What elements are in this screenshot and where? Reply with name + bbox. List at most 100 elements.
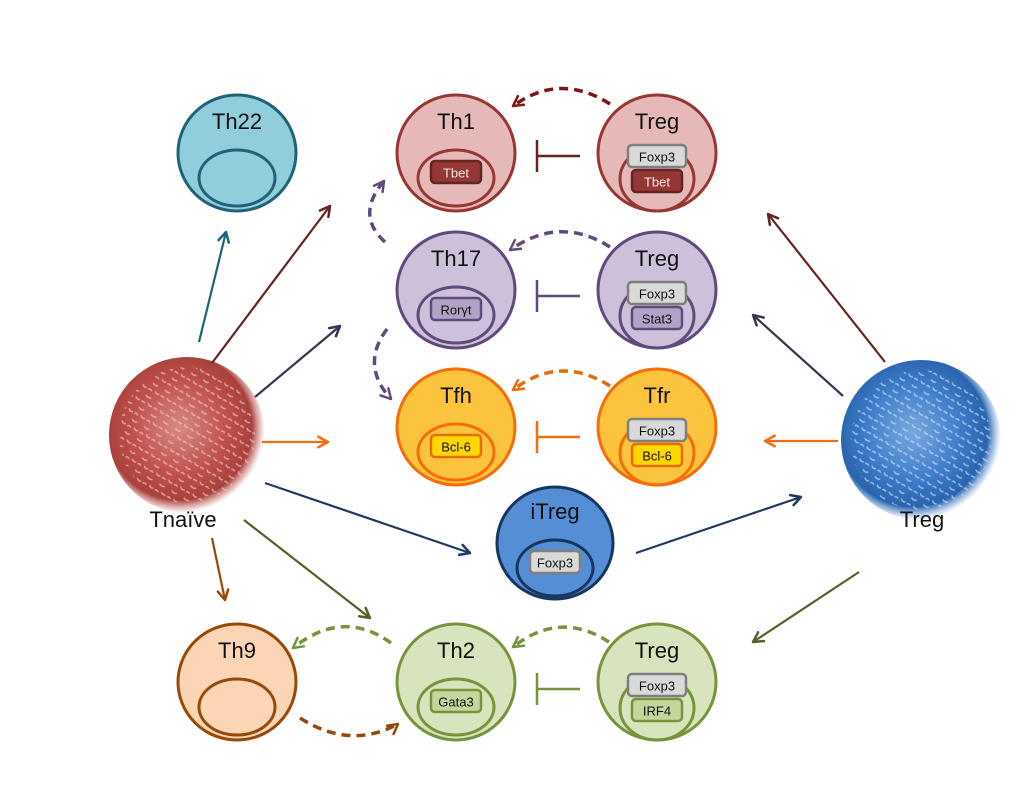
dashed-arrow-arrowhead: [385, 722, 400, 736]
arrow-tnaive-to-th9: [210, 537, 230, 602]
marker-label: Bcl-6: [441, 440, 471, 455]
dashed-arrow-arrowhead: [511, 635, 526, 649]
marker-label: Foxp3: [537, 556, 573, 571]
cell-membrane: [395, 367, 517, 487]
marker-bcl6: Bcl-6: [630, 442, 684, 468]
dashed-arrow-path: [511, 86, 611, 108]
arrow-shaft: [752, 571, 860, 643]
cell-label: Th17: [431, 246, 481, 271]
dashed-arrow-arrowhead: [511, 378, 526, 392]
marker-label: IRF4: [643, 704, 671, 719]
dashed-arrow-path: [511, 625, 610, 649]
arrow-tnaive-to-th22: [197, 230, 231, 343]
arrow-arrowhead: [751, 313, 765, 327]
arrow-arrowhead: [327, 324, 342, 338]
marker-label: Bcl-6: [642, 449, 672, 464]
cell-membrane: [495, 485, 615, 601]
marker-label: Tbet: [443, 166, 469, 181]
arrow-arrowhead: [457, 543, 472, 557]
dashed-arrow-path: [291, 624, 393, 650]
arrow-treg-src-to-treg-th17: [751, 313, 844, 397]
arrow-shaft: [264, 481, 471, 555]
marker-box: [630, 442, 684, 468]
dashed-arrow-arrowhead: [508, 238, 523, 252]
arrow-tnaive-to-th17: [254, 324, 342, 398]
arrow-arrowhead: [217, 230, 231, 244]
marker-label: Foxp3: [639, 679, 675, 694]
cell-label: Treg: [635, 109, 679, 134]
naive-t-cell-texture: [119, 367, 255, 503]
cell-nucleus: [197, 677, 277, 737]
marker-box: [429, 688, 483, 714]
arrow-tnaive-to-th2: [243, 519, 372, 620]
arrow-shaft: [635, 495, 802, 555]
inhibition-treg-th1-to-th1: [535, 140, 580, 172]
arrow-tnaive-to-itreg: [264, 481, 472, 557]
marker-label: Stat3: [642, 312, 672, 327]
arrow-shaft: [211, 205, 331, 364]
arrow-shaft: [210, 537, 227, 601]
cell-nucleus: [416, 148, 496, 208]
cell-label: Treg: [635, 246, 679, 271]
marker-foxp3: Foxp3: [626, 143, 688, 169]
inhibition-tfr-to-tfh: [535, 421, 580, 453]
marker-label: Tbet: [644, 175, 670, 190]
marker-stat3: Stat3: [630, 305, 684, 331]
cell-label: Th9: [218, 638, 256, 663]
dashed-arrow-path: [508, 230, 611, 252]
cell-label: iTreg: [530, 499, 579, 524]
cell-membrane: [395, 230, 517, 350]
marker-rort: Rorγt: [429, 296, 483, 322]
marker-label: Rorγt: [440, 303, 471, 318]
marker-label: Foxp3: [639, 287, 675, 302]
arrow-treg-src-to-treg-th1: [766, 212, 886, 363]
marker-foxp3: Foxp3: [528, 549, 582, 575]
arrow-arrowhead: [357, 606, 372, 620]
arrow-treg-src-to-treg-th2: [751, 571, 860, 644]
dashed-arrow-th17-to-tfh: [372, 327, 393, 401]
marker-box: [528, 549, 582, 575]
cell-nucleus: [416, 677, 496, 737]
marker-box: [429, 296, 483, 322]
marker-tbet: Tbet: [630, 168, 684, 194]
marker-gata3: Gata3: [429, 688, 483, 714]
dashed-arrow-treg-th17-to-th17: [508, 230, 611, 252]
arrow-arrowhead: [751, 631, 766, 644]
arrow-itreg-to-treg-src: [635, 493, 803, 555]
marker-box: [429, 433, 483, 459]
dashed-arrow-path: [368, 179, 387, 244]
cell-label: Tfr: [644, 383, 671, 408]
dashed-arrow-th17-to-th1: [368, 179, 387, 244]
arrow-tnaive-to-th1: [211, 204, 332, 364]
dashed-arrow-treg-th2-to-th2: [511, 625, 610, 649]
inhibition-treg-th17-to-th17: [535, 280, 580, 312]
marker-box: [630, 305, 684, 331]
naive-t-cell-label: Tnaïve: [149, 507, 216, 532]
marker-foxp3: Foxp3: [626, 417, 688, 443]
dashed-arrow-treg-th1-to-th1: [511, 86, 611, 108]
treg-source-cell-label: Treg: [900, 507, 944, 532]
marker-tbet: Tbet: [429, 159, 483, 185]
arrow-shaft: [254, 325, 341, 398]
arrow-arrowhead: [318, 204, 332, 219]
treg-source-cell: Treg: [841, 360, 1001, 532]
arrow-arrowhead: [317, 435, 330, 449]
treg-cell-texture: [851, 370, 991, 510]
dashed-arrow-path: [511, 369, 611, 392]
arrow-shaft: [752, 314, 844, 397]
cell-label: Th2: [437, 638, 475, 663]
marker-bcl6: Bcl-6: [429, 433, 483, 459]
cell-nucleus: [515, 538, 595, 598]
cell-nucleus: [416, 422, 496, 482]
arrow-arrowhead: [216, 588, 230, 602]
cell-nucleus: [416, 285, 496, 345]
marker-irf4: IRF4: [630, 697, 684, 723]
cell-label: Th22: [212, 109, 262, 134]
marker-box: [626, 672, 688, 698]
cell-label: Th1: [437, 109, 475, 134]
